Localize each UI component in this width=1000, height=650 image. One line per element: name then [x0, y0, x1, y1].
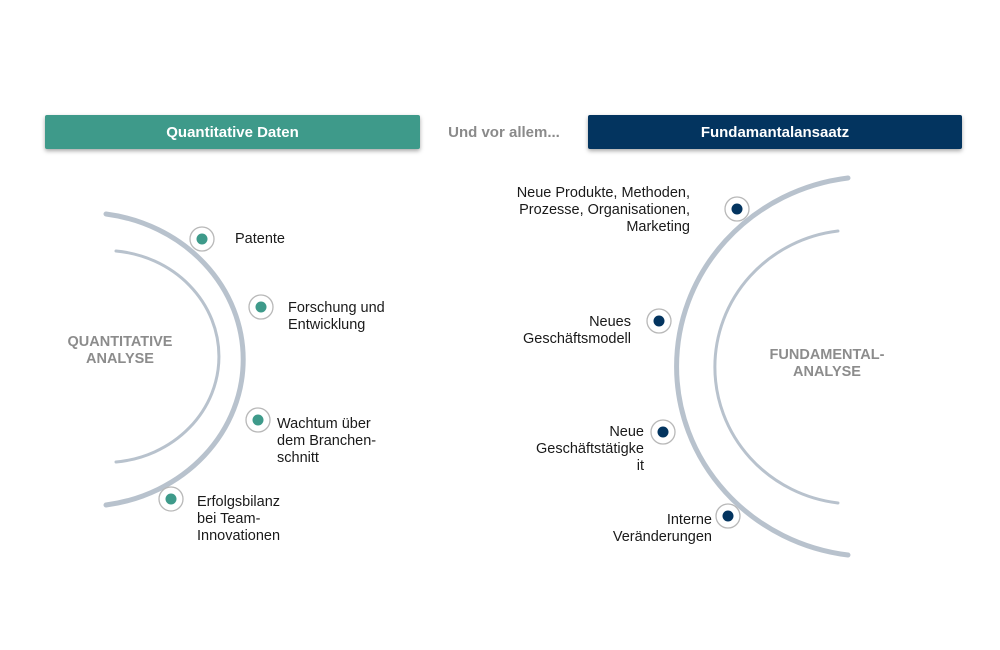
connector-text: Und vor allem... — [448, 123, 560, 141]
left-item-4-label: Erfolgsbilanz bei Team- Innovationen — [197, 494, 280, 545]
right-marker-1 — [724, 196, 750, 222]
left-item-2-label: Forschung und Entwicklung — [288, 300, 385, 334]
right-item-1-line-1: Neue Produkte, Methoden, — [516, 185, 690, 201]
quantitative-analysis-title-line-2: ANALYSE — [86, 351, 154, 367]
right-outer-arc — [674, 175, 851, 558]
right-marker-2 — [646, 308, 672, 334]
right-item-1-line-3: Marketing — [626, 219, 690, 235]
right-marker-4 — [715, 503, 741, 529]
fundamental-approach-header-label: Fundamantalansaatz — [700, 123, 850, 141]
left-item-3-line-2: dem Branchen- — [277, 433, 377, 449]
right-item-3-line-2: Geschäftstätigke — [536, 441, 644, 457]
left-marker-1 — [189, 226, 215, 252]
right-item-2-label: Neues Geschäftsmodell — [523, 314, 631, 348]
left-item-2-line-2: Entwicklung — [288, 317, 366, 333]
left-item-1-label: Patente — [235, 231, 285, 248]
quantitative-data-header: Quantitative Daten — [45, 115, 420, 149]
quantitative-analysis-title: QUANTITATIVE ANALYSE — [45, 334, 195, 368]
left-marker-2 — [248, 294, 274, 320]
fundamental-analysis-title-line-1: FUNDAMENTAL- — [769, 347, 885, 363]
quantitative-analysis-title-line-1: QUANTITATIVE — [67, 334, 173, 350]
right-item-3-line-3: it — [636, 458, 644, 474]
right-item-2-line-2: Geschäftsmodell — [523, 331, 631, 347]
left-item-4-line-1: Erfolgsbilanz — [197, 494, 281, 510]
right-item-1-label: Neue Produkte, Methoden, Prozesse, Organ… — [517, 185, 690, 236]
fundamental-analysis-title-line-2: ANALYSE — [793, 364, 861, 380]
fundamental-analysis-title: FUNDAMENTAL- ANALYSE — [752, 347, 902, 381]
left-inner-arc — [114, 249, 221, 464]
right-item-4-label: Interne Veränderungen — [613, 512, 712, 546]
left-item-3-line-3: schnitt — [277, 450, 319, 466]
left-item-4-line-2: bei Team- — [197, 511, 261, 527]
right-marker-3 — [650, 419, 676, 445]
left-item-3-label: Wachtum über dem Branchen- schnitt — [277, 416, 376, 467]
right-item-2-line-1: Neues — [589, 314, 631, 330]
right-item-3-label: Neue Geschäftstätigke it — [536, 424, 644, 475]
left-item-2-line-1: Forschung und — [288, 300, 385, 316]
right-inner-arc — [713, 229, 840, 505]
fundamental-approach-header: Fundamantalansaatz — [588, 115, 962, 149]
right-item-3-line-1: Neue — [609, 424, 644, 440]
left-marker-3 — [245, 407, 271, 433]
left-item-3-line-1: Wachtum über — [277, 416, 371, 432]
left-item-4-line-3: Innovationen — [197, 528, 281, 544]
quantitative-data-header-label: Quantitative Daten — [166, 123, 299, 141]
right-item-4-line-2: Veränderungen — [612, 529, 712, 545]
left-outer-arc — [103, 211, 246, 508]
left-marker-4 — [158, 486, 184, 512]
left-item-1-line-1: Patente — [235, 231, 285, 247]
right-item-4-line-1: Interne — [666, 512, 712, 528]
right-item-1-line-2: Prozesse, Organisationen, — [519, 202, 690, 218]
